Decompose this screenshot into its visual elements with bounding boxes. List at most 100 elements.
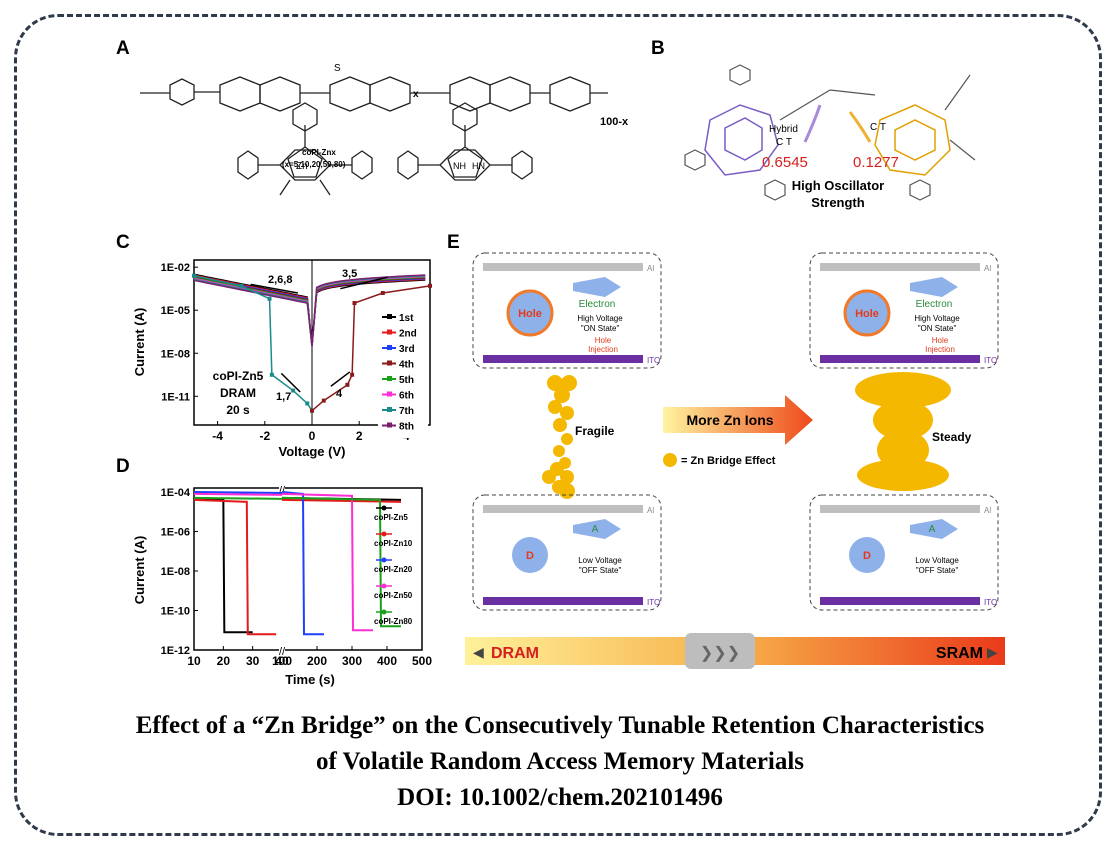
al-label-4: Al	[984, 506, 991, 515]
chart-c-legend-marker	[387, 345, 392, 350]
chart-d-series-line	[193, 496, 283, 500]
panel-d-label: D	[116, 456, 130, 477]
chart-c: -4-20241E-021E-051E-081E-111st2nd3rd4th5…	[132, 259, 432, 459]
chart-c-legend	[378, 308, 428, 438]
oscillator-label-1: High Oscillator	[792, 178, 884, 193]
on-state-1: "ON State"	[581, 324, 620, 333]
low-voltage-1: Low Voltage	[578, 556, 622, 565]
charge-transfer-diagram: Hybrid C T C T 0.6545 0.1277 High Oscill…	[684, 64, 976, 210]
zn-legend-dot	[663, 453, 677, 467]
chart-d-legend-label: coPI-Zn10	[374, 539, 413, 548]
low-voltage-2: Low Voltage	[915, 556, 959, 565]
acceptor-label-2: A	[929, 524, 936, 535]
chart-c-ytick-label: 1E-05	[161, 305, 190, 317]
chart-d-series-line	[193, 492, 283, 496]
chart-d-xtick-label: 100	[272, 654, 292, 668]
chart-c-point	[239, 283, 244, 288]
chart-c-point	[380, 291, 385, 295]
on-state-2: "ON State"	[918, 324, 957, 333]
arrow-17	[280, 372, 301, 393]
chart-c-xtick-label: -4	[212, 429, 223, 443]
panel-a-label: A	[116, 38, 130, 59]
polymer-structure: Zn NH HN S x 100-x coPI-Znx (x=5,10,20,5…	[140, 63, 629, 196]
more-zn-label: More Zn Ions	[686, 412, 773, 428]
caption-line-2: of Volatile Random Access Memory Materia…	[315, 748, 805, 775]
panel-e-label: E	[447, 232, 460, 253]
ito-label-2: ITO	[984, 356, 997, 365]
chart-d-xtick-label: 20	[217, 654, 231, 668]
annotation-268: 2,6,8	[268, 274, 292, 286]
chart-c-legend-label: 5th	[399, 375, 414, 386]
chart-c-legend-label: 2nd	[399, 329, 417, 340]
chart-c-legend-marker	[387, 422, 392, 428]
chart-d-xlabel: Time (s)	[285, 672, 335, 687]
on-state-box-left	[472, 252, 662, 369]
acceptor-label-1: A	[592, 524, 599, 535]
s-atom: S	[334, 63, 341, 74]
hole-label-2: Hole	[855, 308, 879, 320]
arrow-35	[340, 276, 388, 290]
ito-label-1: ITO	[647, 356, 660, 365]
arrow-4	[330, 371, 351, 387]
chart-c-note-material: coPI-Zn5	[213, 369, 264, 383]
hole-injection-2a: Hole	[932, 336, 949, 345]
electron-label-1: Electron	[579, 299, 616, 310]
annotation-4: 4	[336, 388, 343, 400]
chart-d-legend-marker	[381, 531, 387, 537]
chart-d-series-line	[281, 498, 402, 503]
right-triangle-icon: ▶	[987, 644, 998, 660]
mechanism-diagram: Al ITO Hole Electron High Voltage "ON St…	[465, 252, 1005, 669]
chart-c-point	[192, 273, 196, 278]
electron-label-2: Electron	[916, 299, 953, 310]
chart-c-note-dram: DRAM	[220, 386, 256, 400]
hole-injection-1b: Injection	[588, 345, 618, 354]
chart-d-series-line	[193, 496, 253, 634]
chart-c-legend-label: 8th	[399, 422, 414, 433]
arrow-268	[250, 283, 298, 294]
al-label-3: Al	[647, 506, 654, 515]
ito-label-4: ITO	[984, 598, 997, 607]
polymer-x-values: (x=5,10,20,50,80)	[282, 160, 346, 169]
axis-break-mark-bottom: //	[279, 646, 286, 658]
nh-atom: NH	[453, 161, 466, 171]
chart-c-point	[291, 388, 296, 393]
chart-d-xtick-label: 200	[307, 654, 327, 668]
chart-c-legend-label: 7th	[399, 406, 414, 417]
chart-c-legend-label: 1st	[399, 313, 414, 324]
high-voltage-1: High Voltage	[577, 314, 623, 323]
chart-d-legend-marker	[381, 609, 387, 615]
al-label-1: Al	[647, 264, 654, 273]
chart-d-legend-marker	[381, 505, 387, 511]
chart-d-xtick-label: 30	[246, 654, 260, 668]
subscript-x: x	[413, 89, 419, 100]
chart-c-legend-label: 6th	[399, 391, 414, 402]
chart-c-legend-label: 4th	[399, 360, 414, 371]
chart-c-ytick-label: 1E-11	[161, 391, 190, 403]
chart-c-point	[305, 401, 310, 406]
steady-label: Steady	[932, 430, 972, 444]
sram-label: SRAM	[936, 645, 983, 662]
axis-break	[279, 486, 285, 652]
chart-c-xlabel: Voltage (V)	[279, 444, 346, 459]
left-triangle-icon: ◀	[473, 644, 484, 660]
chart-d-xtick-label: 10	[187, 654, 201, 668]
chart-d-series-line	[193, 498, 277, 636]
oscillator-value-left: 0.6545	[762, 154, 808, 171]
caption-doi: DOI: 10.1002/chem.202101496	[397, 784, 723, 811]
chart-c-point	[310, 408, 314, 413]
chart-c-ytick-label: 1E-02	[161, 262, 190, 274]
chart-c-point	[345, 382, 350, 387]
polymer-name: coPI-Znx	[302, 148, 336, 157]
chart-d-ylabel: Current (A)	[132, 536, 147, 605]
dram-label: DRAM	[491, 645, 539, 662]
chart-c-point	[321, 398, 326, 403]
chart-c-legend-marker	[387, 407, 392, 412]
annotation-35: 3,5	[342, 268, 357, 280]
dashed-frame	[14, 14, 1102, 836]
hybrid-label: Hybrid	[769, 124, 798, 135]
chart-c-legend-marker	[387, 360, 392, 366]
caption-line-1: Effect of a “Zn Bridge” on the Consecuti…	[135, 712, 985, 739]
oscillator-label-2: Strength	[811, 195, 865, 210]
chevron-icon: ❯❯❯	[700, 645, 740, 662]
